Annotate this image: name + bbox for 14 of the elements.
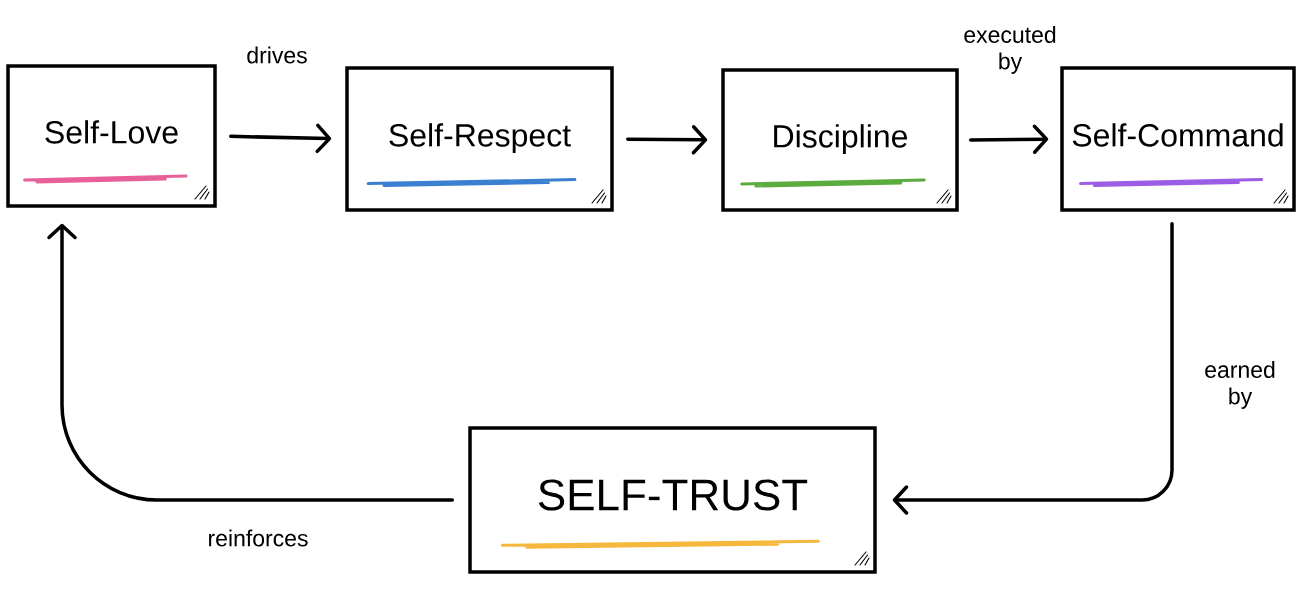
arrow	[892, 222, 1174, 515]
edge-label: reinforces	[205, 527, 311, 549]
edge-label: executed by	[961, 24, 1059, 76]
concept-box: Self-Command	[1060, 66, 1296, 212]
edge-label: earned by	[1198, 359, 1282, 411]
concept-box: SELF-TRUST	[468, 426, 877, 574]
arrow	[626, 125, 708, 155]
edge-label: drives	[244, 44, 310, 66]
concept-box: Discipline	[721, 68, 959, 212]
arrow	[969, 124, 1049, 154]
arrow	[47, 223, 454, 502]
concept-box: Self-Respect	[345, 66, 614, 212]
arrow	[229, 123, 332, 154]
concept-box: Self-Love	[6, 64, 217, 208]
